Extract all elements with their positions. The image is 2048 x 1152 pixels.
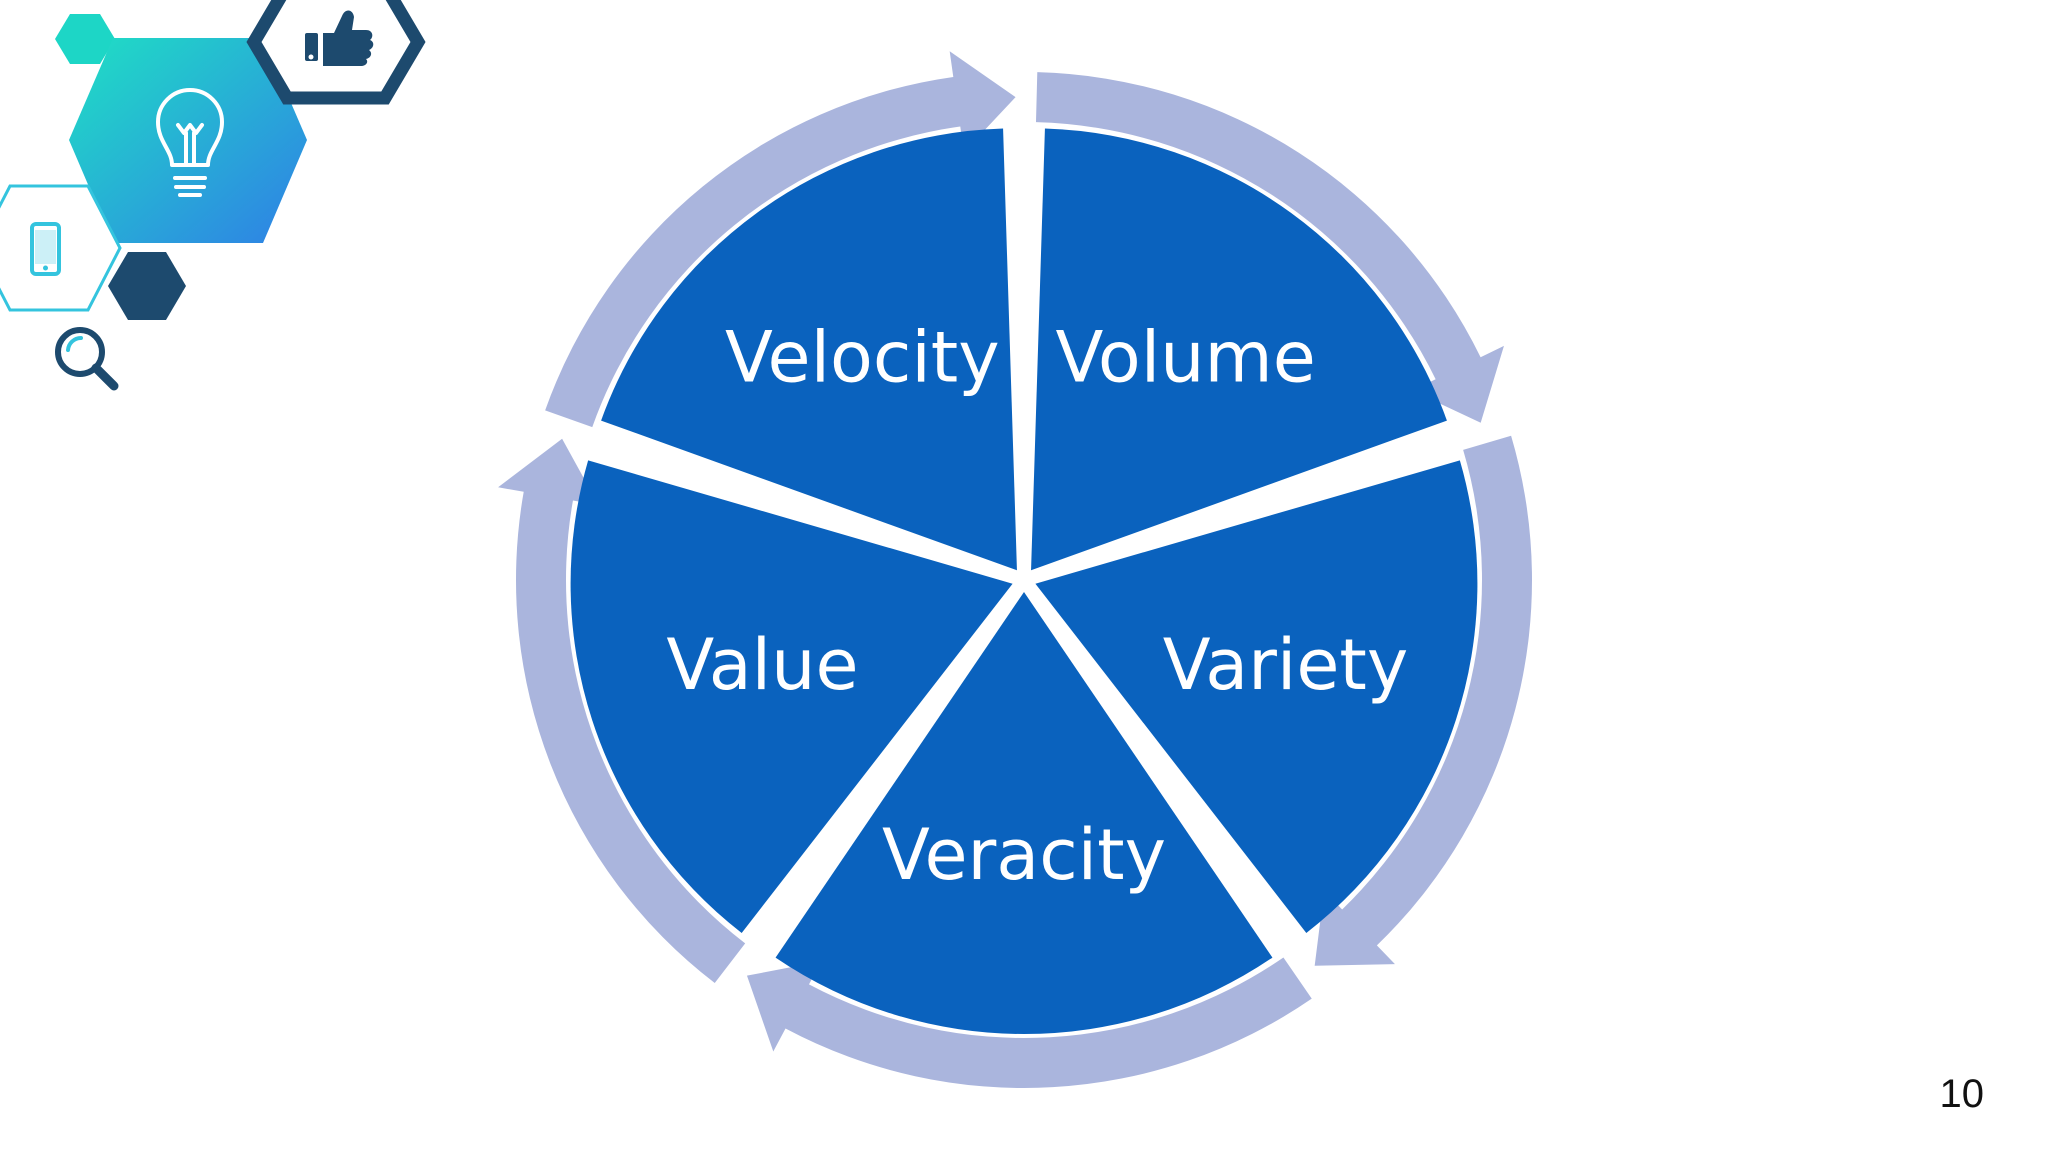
ring-arrow-4 [498,438,746,984]
segment-label-volume: Volume [1055,317,1315,399]
hexagon-decoration [0,0,426,391]
ring-arrow-2 [1314,435,1532,966]
segment-volume [1031,128,1447,571]
navy-hexagon [108,252,186,320]
small-teal-hexagon [55,14,115,64]
segment-velocity [601,128,1017,571]
ring-arrows [498,51,1532,1088]
segments [570,128,1478,1034]
segment-label-variety: Variety [1163,624,1409,706]
segment-veracity [775,592,1273,1034]
segment-label-velocity: Velocity [725,317,1000,399]
page-number: 10 [1939,1072,1985,1116]
ring-arrow-3 [746,957,1312,1088]
segment-value [570,460,1013,933]
mobile-phone-icon [30,222,61,276]
ring-arrow-1 [1035,72,1504,423]
lightbulb-icon [156,88,224,197]
thumbs-up-icon [305,10,374,66]
segment-variety [1035,460,1478,933]
ring-arrow-5 [545,51,1016,428]
segment-label-value: Value [666,624,858,706]
magnifier-icon [55,327,119,391]
segment-label-veracity: Veracity [882,814,1166,896]
